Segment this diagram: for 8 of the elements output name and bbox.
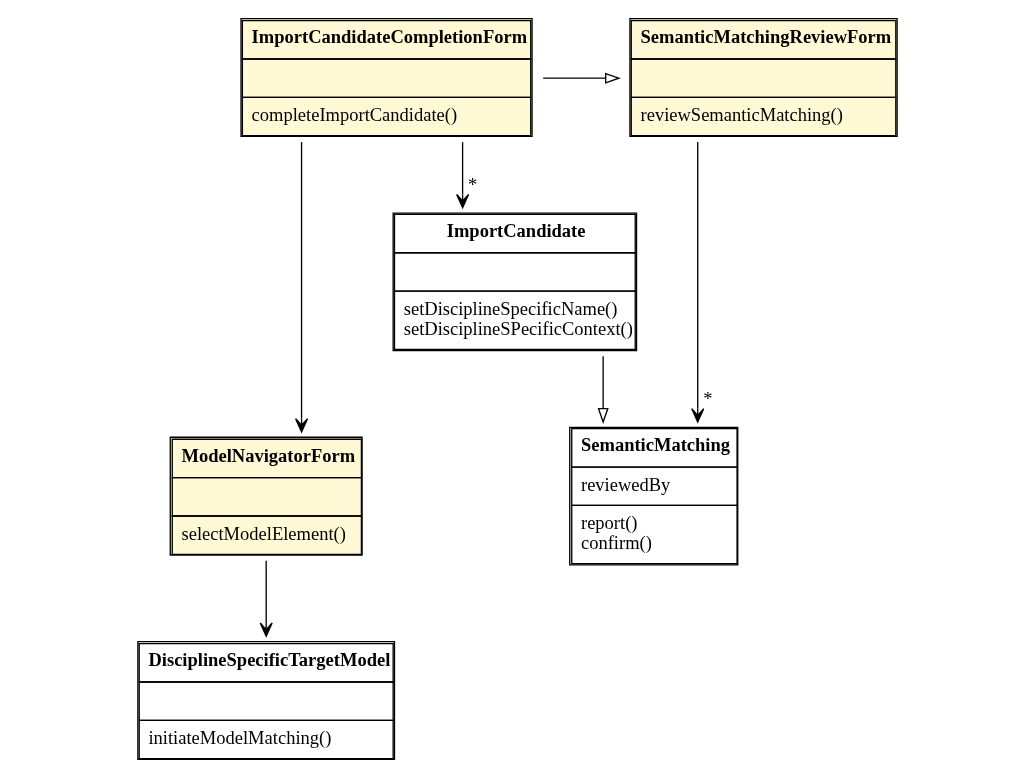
edge-label: *: [467, 174, 477, 195]
arrow: [542, 72, 621, 84]
arrow: [597, 355, 609, 424]
arrow: [294, 141, 308, 433]
arrow: [259, 560, 273, 637]
arrow: [455, 141, 469, 209]
arrow: [690, 141, 704, 423]
edge-label: *: [702, 389, 712, 410]
